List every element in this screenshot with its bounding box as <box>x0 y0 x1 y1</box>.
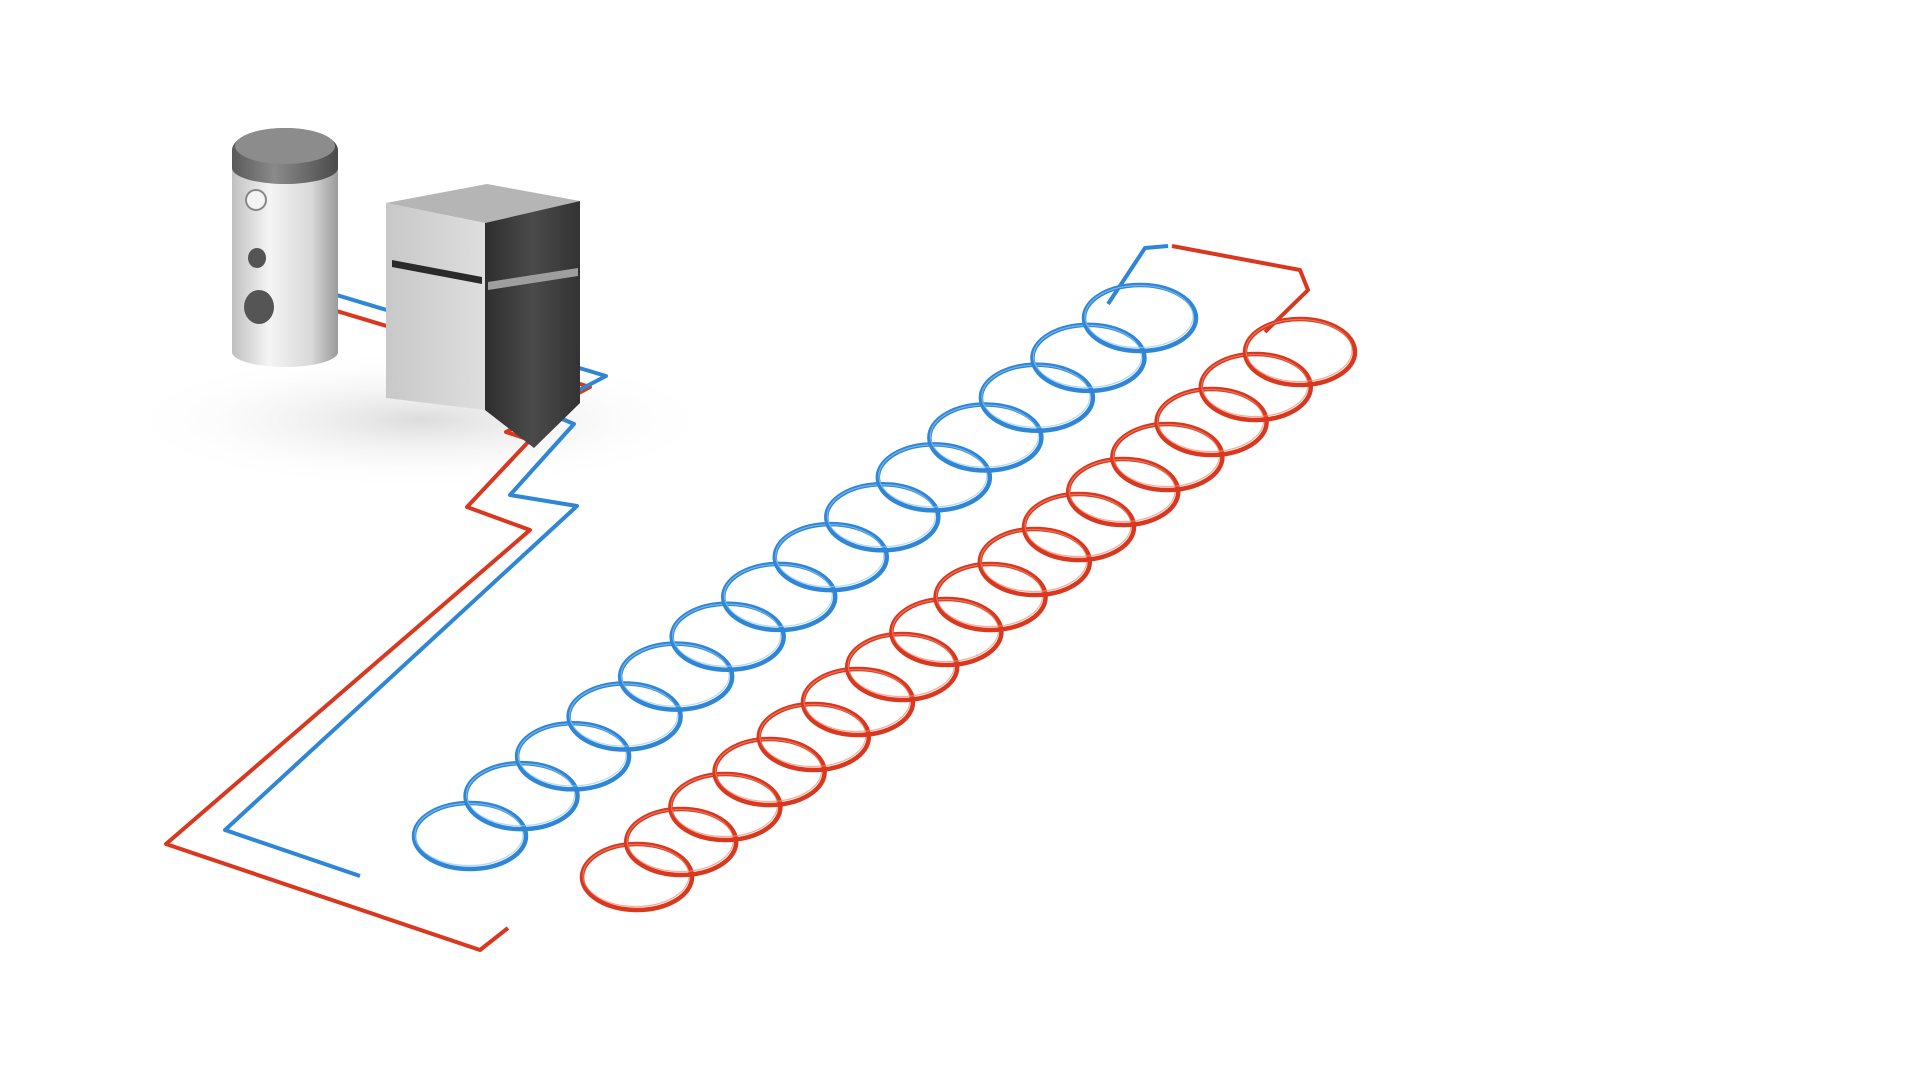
cold-coil-ring-highlight <box>414 802 524 867</box>
pump-side-panel <box>485 201 580 448</box>
pump-display-strip <box>488 268 578 290</box>
heat-pump-unit-icon <box>386 184 580 448</box>
cold-coil-ring-highlight <box>775 523 885 588</box>
tank-top <box>235 128 335 164</box>
hot-coil-ring-highlight <box>1245 318 1353 383</box>
cold-coil-ring-highlight <box>929 404 1039 468</box>
cold-coil-loop <box>411 282 1199 872</box>
cold-coil-ring-highlight <box>1032 324 1143 388</box>
tank-port-small <box>248 248 266 268</box>
tank-gauge-icon <box>245 189 267 211</box>
cold-return-pipe <box>1106 244 1169 306</box>
pump-front-panel <box>386 203 485 410</box>
cold-coil-ring-highlight <box>672 603 782 667</box>
hot-coil-loop <box>579 316 1358 913</box>
cold-coil-ring-highlight <box>878 444 988 508</box>
cold-coil-ring-highlight <box>569 683 679 747</box>
cold-coil-ring-highlight <box>723 563 833 628</box>
tank-port-large <box>244 290 274 324</box>
cold-coil-ring-highlight <box>517 723 627 787</box>
cold-coil-ring-highlight <box>465 763 576 827</box>
cold-coil-ring-highlight <box>981 364 1091 428</box>
cold-feed-pipe <box>223 288 608 878</box>
hot-water-tank-icon <box>232 128 338 367</box>
cold-coil-ring-highlight <box>826 484 936 548</box>
pump-top <box>386 184 580 223</box>
cold-coil-ring-highlight <box>1084 284 1194 349</box>
hot-return-pipe <box>1171 244 1310 334</box>
cold-coil-ring-highlight <box>620 643 730 707</box>
pump-control-stripe <box>392 260 482 284</box>
